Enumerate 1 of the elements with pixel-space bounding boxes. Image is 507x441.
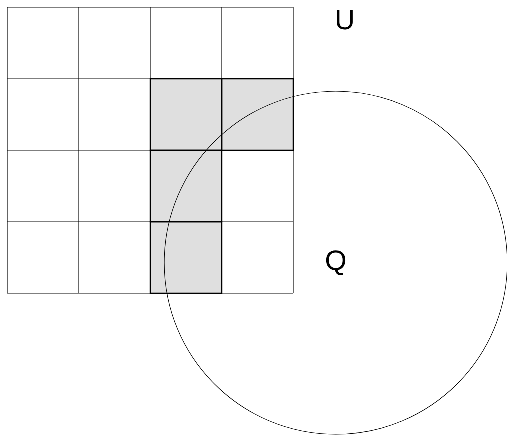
set-label: U: [337, 10, 353, 30]
